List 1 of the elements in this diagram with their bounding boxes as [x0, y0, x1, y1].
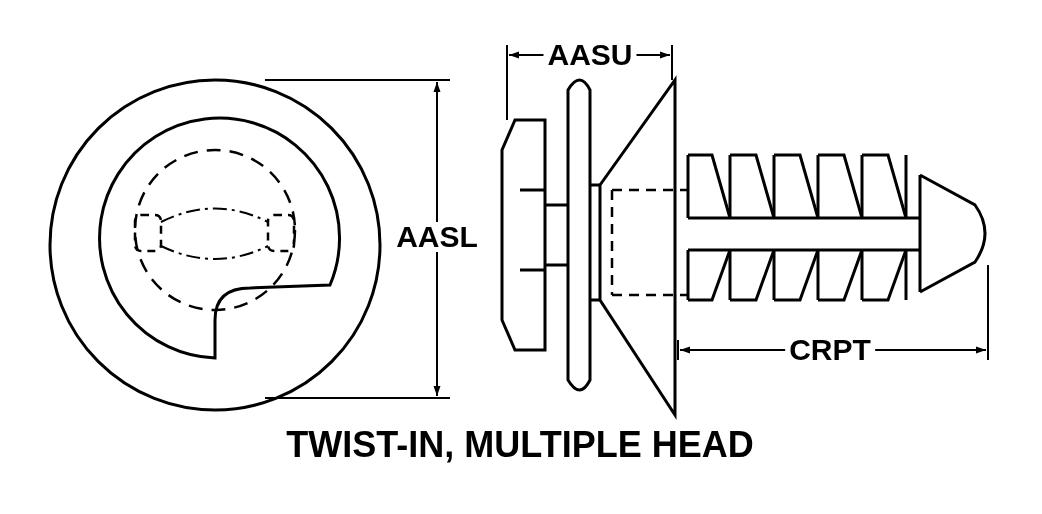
caption: TWIST-IN, MULTIPLE HEAD — [286, 424, 754, 466]
